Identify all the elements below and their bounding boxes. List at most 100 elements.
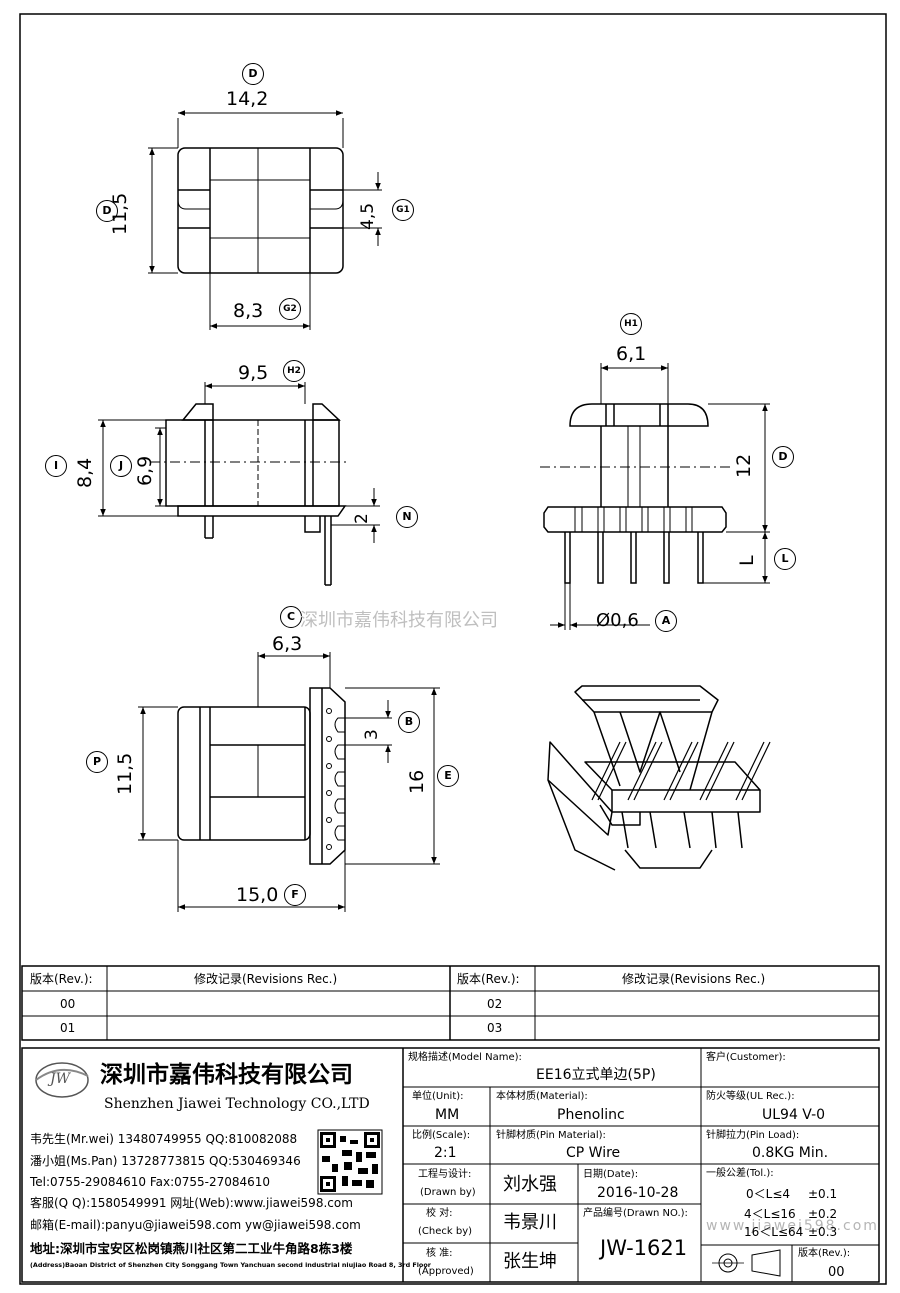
dim-value-B: 3 [362,729,382,740]
watermark-bottom: www.jiawei598.com [706,1218,879,1234]
drawn-no-value: JW-1621 [600,1236,688,1260]
dim-value-H1: 6,1 [616,343,647,365]
check-value: 韦景川 [503,1212,557,1233]
dim-value-E: 16 [406,769,428,794]
drawn-no-label: 产品编号(Drawn NO.): [583,1208,688,1219]
dim-value-G2: 8,3 [233,300,264,322]
tol-value-3: ±0.3 [808,1225,838,1239]
top-view-dimensions [148,110,382,330]
badge-D-top: D [242,63,264,85]
rec-header-left: 修改记录(Revisions Rec.) [194,972,338,986]
scale-label: 比例(Scale): [412,1130,471,1141]
drawn-label: 工程与设计: [418,1169,472,1180]
badge-C: C [280,606,302,628]
address-cn: 地址:深圳市宝安区松岗镇燕川社区第二工业牛角路8栋3楼 [30,1241,353,1256]
badge-H2: H2 [283,360,305,382]
company-name-cn: 深圳市嘉伟科技有限公司 [100,1062,353,1088]
rev-header-left: 版本(Rev.): [30,972,93,986]
contact-line-3: Tel:0755-29084610 Fax:0755-27084610 [30,1175,271,1189]
badge-G1: G1 [392,199,414,221]
rev-row-01: 01 [60,1021,76,1035]
top-view [177,147,344,274]
rev-header-right: 版本(Rev.): [457,972,520,986]
badge-D-right: D [772,446,794,468]
ul-label: 防火等级(UL Rec.): [706,1091,795,1102]
front-view [150,403,350,586]
unit-value: MM [435,1107,460,1123]
contact-line-2: 潘小姐(Ms.Pan) 13728773815 QQ:530469346 [30,1154,301,1168]
badge-B: B [398,711,420,733]
dim-value-P: 11,5 [114,752,136,795]
pin-load-value: 0.8KG Min. [752,1145,829,1161]
badge-A: A [655,610,677,632]
title-block [21,1047,880,1283]
tol-value-1: ±0.1 [808,1187,838,1201]
logo-text: JW [50,1071,71,1087]
ul-value: UL94 V-0 [762,1107,826,1123]
side-view-dimensions [550,363,770,630]
dim-value-H2: 9,5 [238,362,269,384]
badge-G2: G2 [279,298,301,320]
unit-label: 单位(Unit): [412,1091,464,1102]
tol-range-3: 16＜L≤64 [744,1225,804,1239]
bottom-view-dimensions [138,652,440,912]
badge-P: P [86,751,108,773]
pin-load-label: 针脚拉力(Pin Load): [706,1130,800,1141]
rev-row-02: 02 [487,997,503,1011]
revision-table [21,965,880,1041]
contact-line-4: 客服(Q Q):1580549991 网址(Web):www.jiawei598… [30,1196,353,1210]
address-en: (Address)Baoan District of Shenzhen City… [30,1261,431,1269]
contact-line-5: 邮箱(E-mail):panyu@jiawei598.com yw@jiawei… [30,1218,361,1232]
bottom-view [177,687,346,865]
company-name-en: Shenzhen Jiawei Technology CO.,LTD [104,1096,370,1112]
model-label: 规格描述(Model Name): [408,1052,522,1063]
customer-label: 客户(Customer): [706,1052,786,1063]
drawn-value: 刘水强 [503,1174,557,1195]
approved-value: 张生坤 [503,1251,557,1272]
rev-row-03: 03 [487,1021,503,1035]
badge-F: F [284,884,306,906]
isometric-view [547,685,771,871]
material-value: Phenolinc [557,1107,625,1123]
badge-D-left: D [96,200,118,222]
rec-header-right: 修改记录(Revisions Rec.) [622,972,766,986]
dim-value-D-right: 12 [733,453,755,478]
rev-label: 版本(Rev.): [798,1248,851,1259]
sheet-border [19,13,887,1285]
drawn-label-en: (Drawn by) [420,1187,476,1198]
badge-N: N [396,506,418,528]
badge-H1: H1 [620,313,642,335]
date-label: 日期(Date): [583,1169,639,1180]
dim-value-L: L [736,555,758,566]
approved-label-en: (Approved) [418,1266,474,1277]
pin-material-value: CP Wire [566,1145,621,1161]
badge-J: J [110,455,132,477]
scale-value: 2:1 [434,1145,457,1161]
check-label-en: (Check by) [418,1226,473,1237]
dim-value-A: Ø0,6 [596,610,639,631]
dim-value-F: 15,0 [236,884,279,906]
rev-value: 00 [828,1265,845,1280]
model-value: EE16立式单边(5P) [536,1067,656,1083]
dim-value-C: 6,3 [272,633,303,655]
badge-L: L [774,548,796,570]
date-value: 2016-10-28 [597,1185,679,1201]
check-label: 校 对: [426,1208,453,1219]
pin-material-label: 针脚材质(Pin Material): [496,1130,606,1141]
tol-label: 一般公差(Tol.): [706,1168,774,1179]
contact-line-1: 韦先生(Mr.wei) 13480749955 QQ:810082088 [30,1132,298,1146]
dim-value-D-top: 14,2 [226,88,269,110]
material-label: 本体材质(Material): [496,1091,588,1102]
approved-label: 核 准: [426,1248,453,1259]
side-view [540,403,730,584]
rev-row-00: 00 [60,997,76,1011]
dim-value-J: 6,9 [134,455,156,486]
dim-value-I: 8,4 [74,457,96,488]
badge-I: I [45,455,67,477]
dim-value-N: 2 [352,513,372,524]
badge-E: E [437,765,459,787]
front-view-dimensions [98,382,380,543]
tol-range-1: 0＜L≤4 [746,1187,791,1201]
dim-value-G1: 4,5 [358,202,378,230]
